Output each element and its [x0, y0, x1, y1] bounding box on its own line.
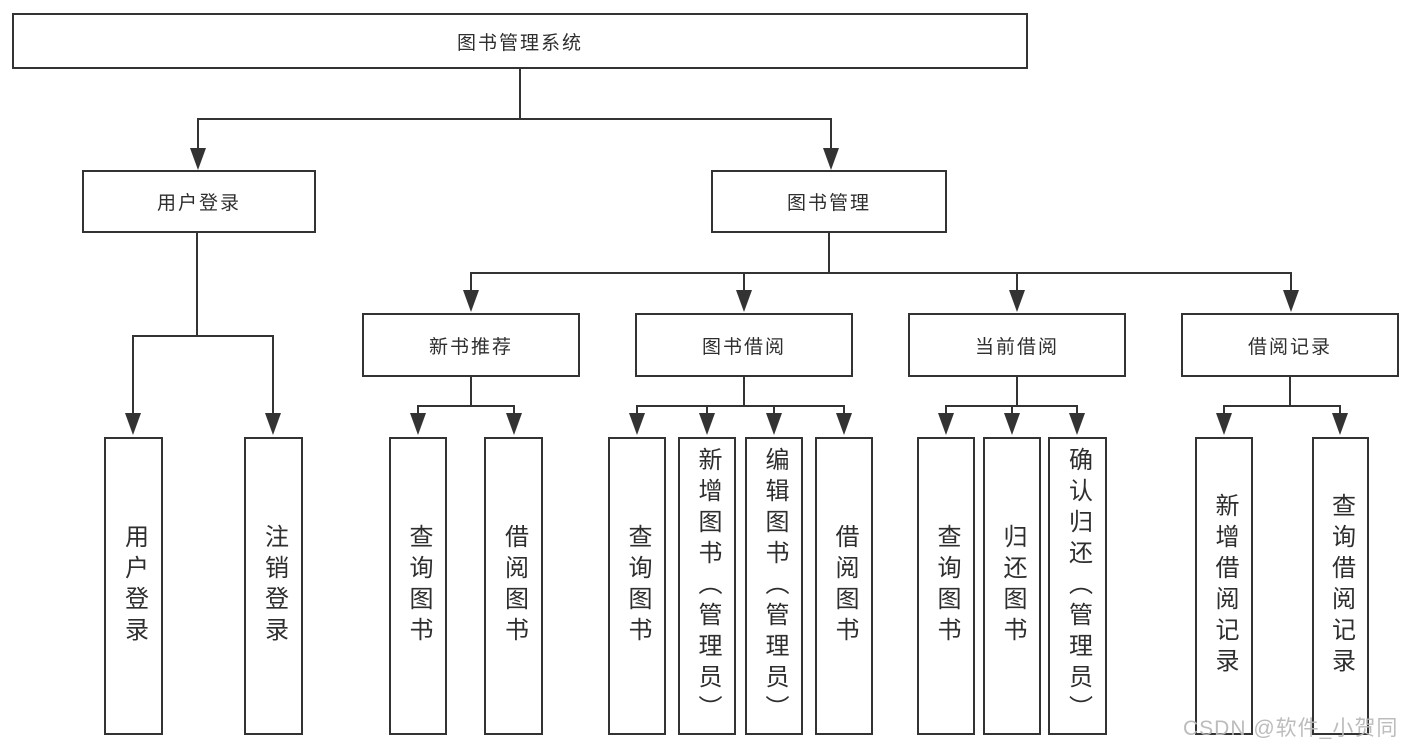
connector-vline [1076, 405, 1078, 415]
node-new-book-recommend: 新书推荐 [362, 313, 580, 377]
connector-vline [743, 272, 745, 292]
connector-hline [1223, 405, 1341, 407]
connector-vline [470, 272, 472, 292]
connector-vline [945, 405, 947, 415]
connector-hline [417, 405, 515, 407]
node-user-login: 用户登录 [82, 170, 316, 233]
connector-vline [828, 233, 830, 272]
connector-vline [1339, 405, 1341, 415]
leaf-label: 新增借阅记录 [1211, 493, 1238, 679]
connector-vline [1016, 272, 1018, 292]
connector-vline [1289, 377, 1291, 405]
arrow-down-icon [1216, 413, 1232, 435]
node-current-borrow: 当前借阅 [908, 313, 1126, 377]
connector-vline [843, 405, 845, 415]
connector-hline [197, 118, 831, 120]
arrow-down-icon [629, 413, 645, 435]
connector-hline [470, 272, 1292, 274]
node-borrow-record: 借阅记录 [1181, 313, 1399, 377]
node-label: 新书推荐 [428, 336, 513, 358]
leaf-label: 查询图书 [624, 524, 651, 648]
leaf-return-book: 归还图书 [983, 437, 1041, 735]
leaf-label: 查询借阅记录 [1327, 493, 1355, 679]
leaf-label: 归还图书 [999, 524, 1026, 648]
arrow-down-icon [1069, 413, 1085, 435]
arrow-down-icon [823, 148, 839, 170]
arrow-down-icon [410, 413, 426, 435]
node-label: 借阅记录 [1247, 336, 1332, 358]
arrow-down-icon [1332, 413, 1348, 435]
arrow-down-icon [699, 413, 715, 435]
node-label: 图书管理 [786, 193, 871, 214]
connector-vline [513, 405, 515, 415]
leaf-query-borrow-record: 查询借阅记录 [1312, 437, 1369, 735]
arrow-down-icon [836, 413, 852, 435]
arrow-down-icon [1004, 413, 1020, 435]
leaf-add-book-admin: 新增图书（管理员） [678, 437, 736, 735]
leaf-label: 查询图书 [933, 524, 960, 648]
connector-vline [1290, 272, 1292, 292]
leaf-label: 编辑图书（管理员） [761, 446, 788, 726]
leaf-borrow-book-1: 借阅图书 [484, 437, 543, 735]
arrow-down-icon [125, 413, 141, 435]
connector-vline [706, 405, 708, 415]
leaf-confirm-return-admin: 确认归还（管理员） [1048, 437, 1107, 735]
connector-vline [272, 335, 274, 415]
leaf-query-book-3: 查询图书 [917, 437, 975, 735]
connector-hline [636, 405, 844, 407]
leaf-label: 注销登录 [260, 524, 288, 648]
arrow-down-icon [506, 413, 522, 435]
leaf-logout: 注销登录 [244, 437, 303, 735]
connector-vline [1223, 405, 1225, 415]
connector-vline [1011, 405, 1013, 415]
leaf-user-login: 用户登录 [104, 437, 163, 735]
connector-vline [417, 405, 419, 415]
node-book-management: 图书管理 [711, 170, 947, 233]
leaf-label: 查询图书 [405, 524, 432, 648]
node-label: 用户登录 [156, 193, 241, 214]
node-book-borrow: 图书借阅 [635, 313, 853, 377]
connector-vline [743, 377, 745, 405]
connector-vline [773, 405, 775, 415]
leaf-query-book-2: 查询图书 [608, 437, 666, 735]
node-label: 图书管理系统 [456, 32, 583, 54]
connector-vline [519, 68, 521, 118]
connector-vline [196, 233, 198, 335]
leaf-label: 借阅图书 [500, 524, 528, 648]
leaf-edit-book-admin: 编辑图书（管理员） [745, 437, 803, 735]
leaf-label: 新增图书（管理员） [694, 446, 721, 726]
connector-vline [1016, 377, 1018, 405]
connector-vline [830, 118, 832, 150]
leaf-borrow-book-2: 借阅图书 [815, 437, 873, 735]
leaf-label: 借阅图书 [831, 524, 858, 648]
connector-vline [132, 335, 134, 415]
leaf-label: 确认归还（管理员） [1064, 446, 1092, 726]
connector-vline [470, 377, 472, 405]
leaf-query-book-1: 查询图书 [389, 437, 447, 735]
connector-vline [636, 405, 638, 415]
leaf-label: 用户登录 [120, 524, 148, 648]
node-label: 当前借阅 [974, 336, 1059, 358]
leaf-add-borrow-record: 新增借阅记录 [1195, 437, 1253, 735]
node-root: 图书管理系统 [12, 13, 1028, 69]
arrow-down-icon [190, 148, 206, 170]
arrow-down-icon [1283, 290, 1299, 312]
connector-vline [197, 118, 199, 150]
csdn-watermark: CSDN @软件_小贺同学 [1183, 717, 1399, 740]
arrow-down-icon [265, 413, 281, 435]
node-label: 图书借阅 [701, 336, 786, 358]
arrow-down-icon [736, 290, 752, 312]
arrow-down-icon [463, 290, 479, 312]
arrow-down-icon [1009, 290, 1025, 312]
arrow-down-icon [938, 413, 954, 435]
connector-hline [132, 335, 274, 337]
arrow-down-icon [766, 413, 782, 435]
